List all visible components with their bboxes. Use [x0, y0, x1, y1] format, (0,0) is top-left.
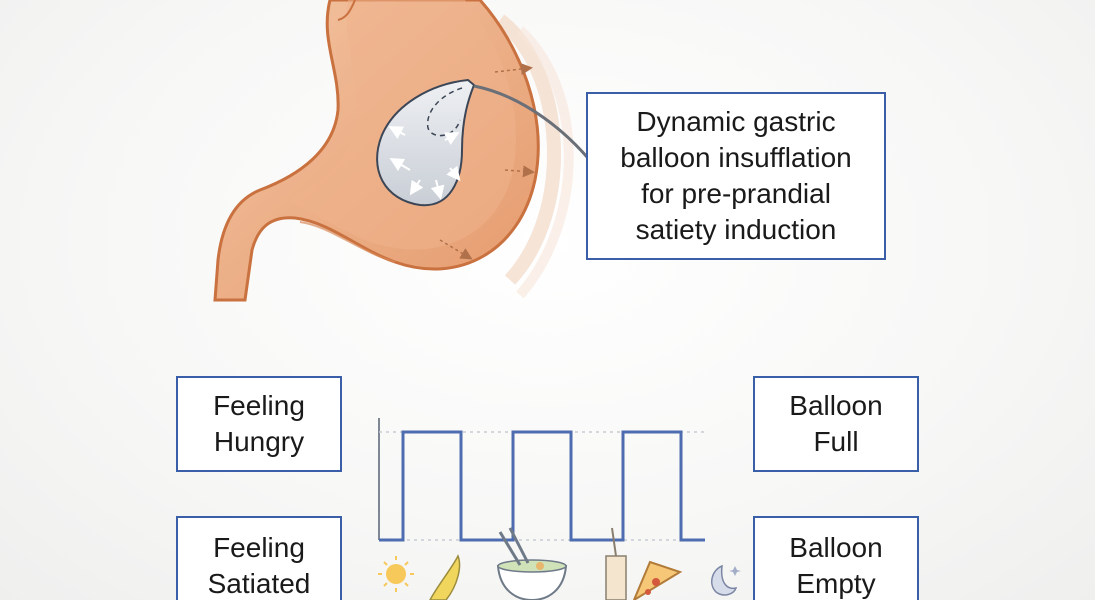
feeling-hungry-line-2: Hungry: [213, 426, 305, 457]
callout-line-1: Dynamic gastric: [636, 106, 836, 137]
callout-line-4: satiety induction: [635, 214, 837, 245]
callout-box: Dynamic gastric balloon insufflation for…: [586, 92, 886, 260]
feeling-satiated-line-1: Feeling: [213, 532, 305, 563]
stomach-illustration: [213, 0, 540, 302]
feeling-satiated-box: Feeling Satiated: [176, 516, 342, 600]
balloon-full-line-1: Balloon: [789, 390, 883, 421]
noodle-bowl-icon: [496, 527, 568, 600]
banana-icon: [429, 554, 461, 600]
waveform-line: [379, 430, 705, 542]
callout-line-2: balloon insufflation: [620, 142, 852, 173]
balloon-empty-line-2: Empty: [796, 568, 876, 599]
balloon-full-line-2: Full: [813, 426, 859, 457]
balloon-empty-line-1: Balloon: [789, 532, 883, 563]
expansion-arrows: [439, 63, 535, 260]
moon-icon: [711, 564, 741, 596]
feeling-hungry-box: Feeling Hungry: [176, 376, 342, 472]
balloon-deflated-outline: [426, 87, 463, 137]
expansion-halo: [495, 14, 574, 299]
balloon-state-waveform: [378, 418, 705, 542]
balloon-full-box: Balloon Full: [753, 376, 919, 472]
feeling-satiated-line-2: Satiated: [207, 568, 311, 599]
pizza-icon: [632, 560, 683, 600]
feeling-hungry-line-1: Feeling: [213, 390, 305, 421]
balloon-empty-box: Balloon Empty: [753, 516, 919, 600]
sun-icon: [378, 556, 414, 592]
drink-icon: [605, 527, 627, 600]
balloon-illustration: [376, 78, 607, 207]
callout-line-3: for pre-prandial: [641, 178, 831, 209]
